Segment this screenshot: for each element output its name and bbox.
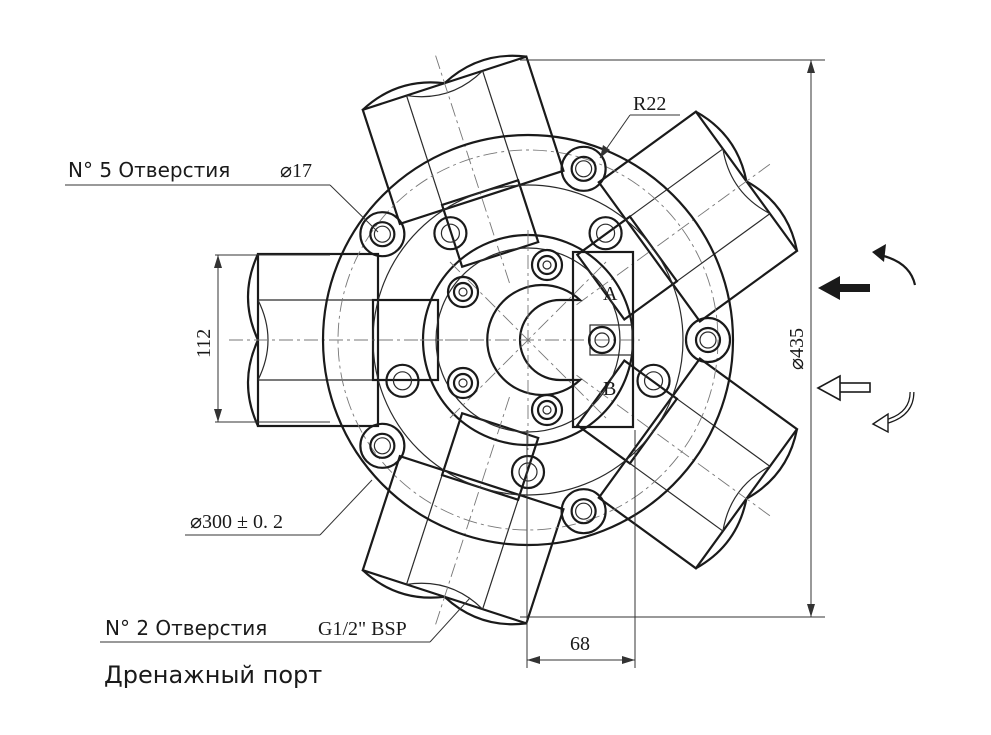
pcd-300-circle [372, 184, 684, 496]
dim-435-label: ⌀435 [786, 328, 808, 370]
hub-bolt [530, 248, 564, 282]
hub-bolt [530, 393, 564, 427]
mounting-holes [359, 145, 732, 535]
drain-port-inner [594, 332, 610, 348]
rotation-cw-arrow-icon [872, 244, 917, 286]
mounting-hole [684, 316, 732, 364]
dimension-112: 112 [193, 254, 330, 423]
pcd-300-label: ⌀300 ± 0. 2 [190, 511, 283, 533]
hub-bolts [446, 248, 564, 427]
dim-112-label: 112 [193, 329, 215, 358]
flow-out-arrow-icon [816, 374, 871, 402]
holes-5-dim-label: ⌀17 [280, 160, 312, 182]
flange-outline [321, 133, 735, 547]
cylinder-arm [228, 252, 468, 428]
mounting-hole [359, 422, 406, 469]
hub-bolt [446, 275, 480, 309]
holes-2-dim-label: G1/2" BSP [318, 618, 407, 640]
mounting-hole [560, 488, 607, 535]
pcd-hole [636, 363, 671, 398]
port-a-label: A [603, 283, 618, 305]
pcd-hole [433, 216, 468, 251]
holes-2-label: N° 2 Отверстия [105, 616, 267, 640]
rotation-ccw-arrow-icon [871, 391, 915, 434]
flange [321, 133, 735, 547]
leader-holes-2: N° 2 Отверстия G1/2" BSP [100, 597, 471, 643]
pcd-centerline [337, 149, 719, 531]
dimension-435: ⌀435 [520, 59, 825, 618]
pcd-hole [510, 454, 546, 490]
cylinder-arm [361, 396, 565, 626]
mounting-hole [560, 145, 607, 192]
dim-68-label: 68 [570, 633, 590, 655]
dimension-68: 68 [526, 430, 636, 668]
port-block: A B [571, 250, 635, 429]
leader-pcd-300: ⌀300 ± 0. 2 [185, 479, 373, 536]
port-b-label: B [603, 378, 616, 400]
drain-port-outer [587, 325, 617, 355]
r22-label: R22 [633, 93, 666, 115]
leader-holes-5: N° 5 Отверстия ⌀17 [65, 158, 379, 233]
leader-r22: R22 [599, 93, 680, 159]
pcd-hole [588, 216, 623, 251]
flow-in-arrow-icon [818, 276, 870, 300]
hub-bolt [446, 366, 480, 400]
cylinder-arms [228, 54, 799, 626]
pcd-hole [385, 363, 420, 398]
cylinder-arm [361, 54, 565, 284]
port-block-outline [571, 250, 635, 429]
drain-port-label: Дренажный порт [104, 661, 322, 689]
holes-5-label: N° 5 Отверстия [68, 158, 230, 182]
mounting-hole [359, 211, 406, 258]
